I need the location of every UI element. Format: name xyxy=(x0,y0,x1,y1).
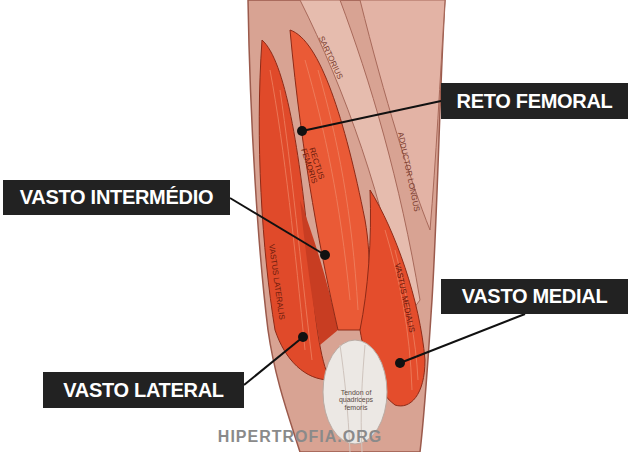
leader-lines xyxy=(230,101,525,385)
muscle-name: RETO FEMORAL xyxy=(456,90,612,113)
rectus-femoris-muscle xyxy=(290,30,369,330)
muscle-name: VASTO INTERMÉDIO xyxy=(20,186,213,209)
watermark: HIPERTROFIA.ORG xyxy=(218,429,382,446)
muscle-fibers xyxy=(270,60,418,390)
leader-dots xyxy=(297,126,405,368)
label-box: VASTO INTERMÉDIO xyxy=(3,180,230,215)
label-box: VASTO MEDIAL xyxy=(441,279,628,314)
muscle-name: VASTO LATERAL xyxy=(63,379,224,402)
anatomy-label: Tendon of quadriceps femoris xyxy=(332,389,380,411)
label-box: VASTO LATERAL xyxy=(43,372,244,408)
muscle-name: VASTO MEDIAL xyxy=(462,285,608,308)
label-box: RETO FEMORAL xyxy=(441,83,628,119)
